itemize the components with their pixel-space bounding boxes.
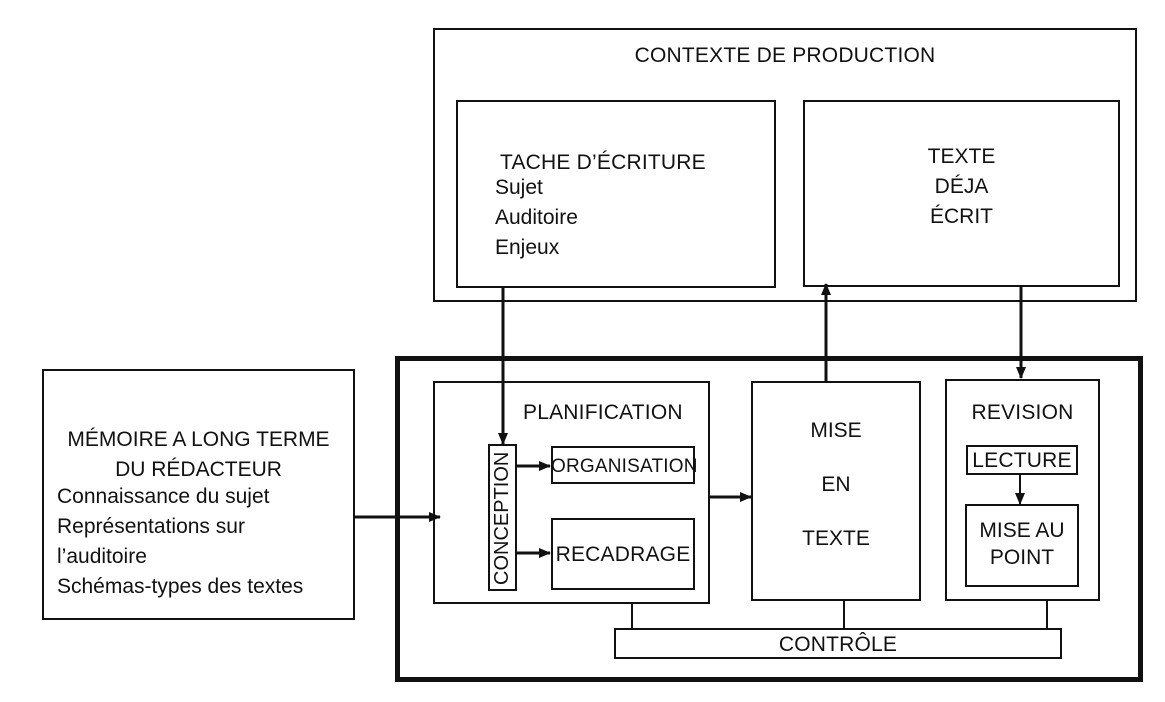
mise-au-point-label: MISE AU POINT	[965, 517, 1079, 571]
contexte-de-production-box	[433, 28, 1137, 302]
memoire-title-line-1: MÉMOIRE A LONG TERME	[67, 428, 330, 451]
mise-au-point-line-1: MISE AU	[979, 519, 1065, 542]
lecture-box	[966, 445, 1078, 475]
memoire-item-schemas: Schémas-types des textes	[57, 575, 304, 598]
memoire-item-representations: Représentations sur	[57, 515, 245, 538]
memoire-item-connaissance: Connaissance du sujet	[57, 485, 270, 508]
controle-label: CONTRÔLE	[778, 633, 898, 656]
planification-box	[433, 381, 710, 604]
memoire-title: MÉMOIRE A LONG TERME DU RÉDACTEUR	[42, 425, 355, 485]
conception-box	[488, 444, 517, 591]
texte-deja-ecrit-line-1: TEXTE	[927, 145, 996, 168]
memoire-item-auditoire: l’auditoire	[57, 545, 147, 568]
contexte-de-production-title: CONTEXTE DE PRODUCTION	[634, 44, 936, 67]
planification-title: PLANIFICATION	[523, 401, 683, 424]
recadrage-label: RECADRAGE	[555, 543, 691, 566]
revision-title: REVISION	[971, 401, 1074, 424]
recadrage-box	[551, 518, 695, 590]
memoire-items: Connaissance du sujet Représentations su…	[57, 482, 303, 602]
mise-au-point-box	[965, 504, 1079, 587]
lecture-label: LECTURE	[972, 449, 1072, 472]
mise-au-point-line-2: POINT	[989, 546, 1055, 569]
tache-ecriture-items: Sujet Auditoire Enjeux	[495, 173, 578, 263]
revision-box	[945, 379, 1100, 601]
conception-label: CONCEPTION	[491, 451, 513, 585]
texte-deja-ecrit-line-2: DÉJA	[934, 175, 989, 198]
texte-deja-ecrit-box	[803, 100, 1120, 287]
memoire-title-line-2: DU RÉDACTEUR	[115, 458, 282, 481]
processus-redaction-frame	[395, 356, 1143, 682]
organisation-box	[551, 446, 695, 484]
memoire-long-terme-box	[42, 369, 355, 620]
mise-en-texte-line-3: TEXTE	[802, 527, 870, 550]
tache-item-auditoire: Auditoire	[495, 206, 578, 229]
controle-box	[614, 628, 1062, 659]
mise-en-texte-line-1: MISE	[810, 419, 862, 442]
mise-en-texte-box	[751, 381, 921, 601]
organisation-label: ORGANISATION	[551, 456, 698, 477]
mise-en-texte-label: MISE EN TEXTE	[751, 404, 921, 566]
tache-ecriture-title: TACHE D’ÉCRITURE	[500, 151, 706, 174]
texte-deja-ecrit-label: TEXTE DÉJA ÉCRIT	[803, 142, 1120, 232]
tache-item-sujet: Sujet	[495, 176, 543, 199]
texte-deja-ecrit-line-3: ÉCRIT	[930, 205, 993, 228]
tache-ecriture-box	[456, 100, 776, 288]
mise-en-texte-line-2: EN	[821, 473, 851, 496]
tache-item-enjeux: Enjeux	[495, 236, 560, 259]
